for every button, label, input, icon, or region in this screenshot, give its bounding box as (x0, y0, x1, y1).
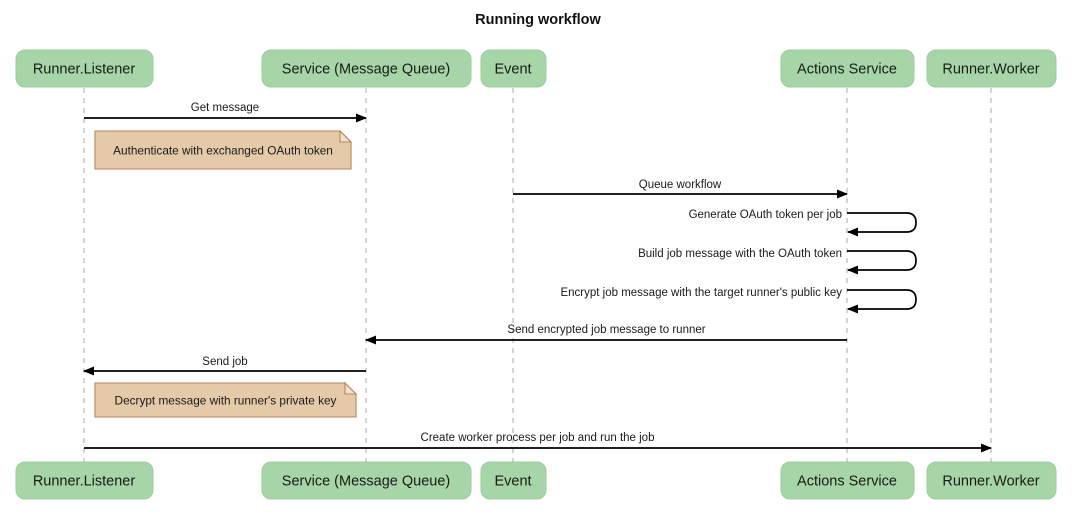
participant-actions-service-bottom[interactable]: Actions Service (780, 461, 915, 500)
participant-box-service-message-queue[interactable] (261, 461, 472, 500)
message-build-job-message-with-the-oauth-token[interactable]: Build job message with the OAuth token (638, 248, 917, 275)
message-loop-encrypt-job-message-with-the-target-runners-public-key (847, 289, 917, 314)
participants-top-group: Runner.Listener Service (Message Queue) Ev… (15, 49, 1057, 88)
note-fold-corner-decrypt-message-with-runners-private-key (344, 381, 358, 395)
participant-box-runner-listener[interactable] (15, 49, 154, 88)
message-send-encrypted-job-message-to-runner[interactable]: Send encrypted job message to runner (365, 324, 847, 345)
participant-box-runner-worker[interactable] (926, 461, 1057, 500)
note-decrypt-message-with-runners-private-key[interactable]: Decrypt message with runner's private ke… (94, 381, 358, 418)
note-label-authenticate-with-exchanged-oauth-token: Authenticate with exchanged OAuth token (113, 144, 333, 158)
participant-label-actions-service: Actions Service (797, 62, 897, 78)
message-label-get-message: Get message (191, 102, 259, 114)
participant-label-runner-worker: Runner.Worker (942, 62, 1039, 78)
message-encrypt-job-message-with-the-target-runners-public-key[interactable]: Encrypt job message with the target runn… (560, 287, 917, 314)
participant-box-event[interactable] (480, 49, 547, 88)
note-body-decrypt-message-with-runners-private-key[interactable] (94, 382, 357, 418)
participant-box-actions-service[interactable] (780, 49, 915, 88)
message-loop-build-job-message-with-the-oauth-token (847, 250, 917, 275)
participant-label-service-message-queue: Service (Message Queue) (282, 474, 450, 490)
participant-box-runner-listener[interactable] (15, 461, 154, 500)
message-label-queue-workflow: Queue workflow (639, 179, 722, 191)
notes-group: Authenticate with exchanged OAuth tokenD… (94, 129, 358, 418)
participant-runner-listener-bottom[interactable]: Runner.Listener (15, 461, 154, 500)
note-label-decrypt-message-with-runners-private-key: Decrypt message with runner's private ke… (115, 394, 337, 408)
participant-label-runner-worker: Runner.Worker (942, 474, 1039, 490)
participant-label-event: Event (494, 62, 531, 78)
participant-runner-worker-top[interactable]: Runner.Worker (926, 49, 1057, 88)
participant-label-actions-service: Actions Service (797, 474, 897, 490)
message-label-build-job-message-with-the-oauth-token: Build job message with the OAuth token (638, 248, 842, 260)
participant-runner-worker-bottom[interactable]: Runner.Worker (926, 461, 1057, 500)
participant-label-event: Event (494, 474, 531, 490)
message-label-send-encrypted-job-message-to-runner: Send encrypted job message to runner (507, 324, 705, 336)
participant-actions-service-top[interactable]: Actions Service (780, 49, 915, 88)
participant-event-bottom[interactable]: Event (480, 461, 547, 500)
note-fold-corner-authenticate-with-exchanged-oauth-token (339, 129, 353, 143)
message-queue-workflow[interactable]: Queue workflow (513, 179, 848, 199)
message-generate-oauth-token-per-job[interactable]: Generate OAuth token per job (689, 209, 917, 237)
page-title: Running workflow (475, 12, 601, 28)
participant-box-event[interactable] (480, 461, 547, 500)
message-get-message[interactable]: Get message (84, 102, 367, 123)
message-label-generate-oauth-token-per-job: Generate OAuth token per job (689, 209, 842, 221)
message-label-encrypt-job-message-with-the-target-runners-public-key: Encrypt job message with the target runn… (560, 287, 842, 299)
note-authenticate-with-exchanged-oauth-token[interactable]: Authenticate with exchanged OAuth token (94, 129, 353, 170)
message-send-job[interactable]: Send job (83, 356, 366, 376)
participant-service-message-queue-bottom[interactable]: Service (Message Queue) (261, 461, 472, 500)
participant-label-runner-listener: Runner.Listener (33, 474, 136, 490)
participant-box-runner-worker[interactable] (926, 49, 1057, 88)
participant-label-service-message-queue: Service (Message Queue) (282, 62, 450, 78)
participant-box-actions-service[interactable] (780, 461, 915, 500)
message-loop-generate-oauth-token-per-job (847, 212, 917, 237)
participant-box-service-message-queue[interactable] (261, 49, 472, 88)
participant-runner-listener-top[interactable]: Runner.Listener (15, 49, 154, 88)
message-label-create-worker-process-per-job-and-run-the-job: Create worker process per job and run th… (421, 432, 655, 444)
lifelines-group (83, 88, 992, 462)
message-label-send-job: Send job (202, 356, 247, 368)
participants-bottom-group: Runner.Listener Service (Message Queue) Ev… (15, 461, 1057, 500)
message-create-worker-process-per-job-and-run-the-job[interactable]: Create worker process per job and run th… (84, 432, 992, 453)
note-body-authenticate-with-exchanged-oauth-token[interactable] (94, 130, 352, 170)
participant-service-message-queue-top[interactable]: Service (Message Queue) (261, 49, 472, 88)
participant-label-runner-listener: Runner.Listener (33, 62, 136, 78)
participant-event-top[interactable]: Event (480, 49, 547, 88)
